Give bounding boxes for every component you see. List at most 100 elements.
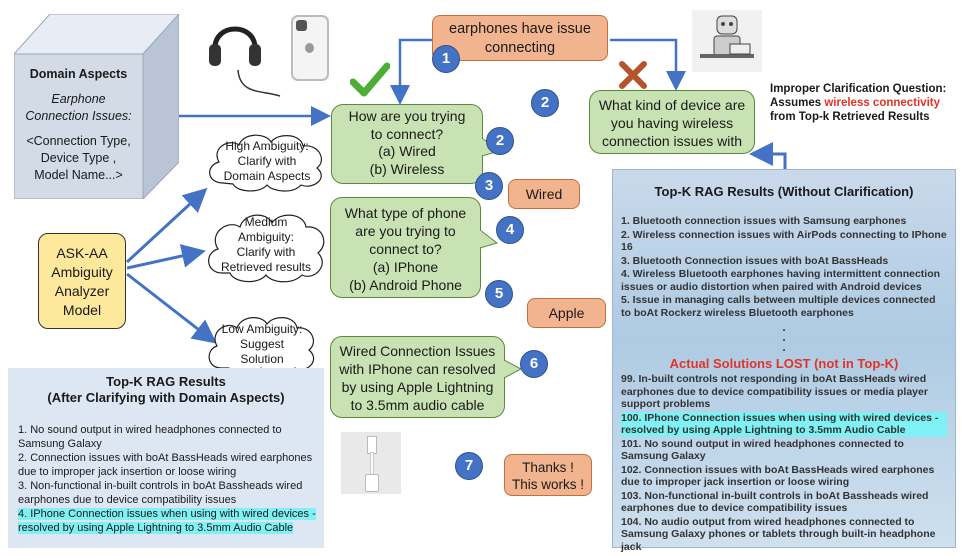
improper-clarify-question: What kind of device are you having wirel…: [589, 90, 755, 154]
step-badge-1: 1: [432, 45, 460, 73]
answer-wired: Wired: [508, 179, 580, 209]
left-result-4: 4. IPhone Connection issues when using w…: [18, 508, 316, 534]
check-icon: [350, 62, 390, 97]
question-line-2: to connect?: [370, 125, 444, 142]
step-badge-4: 4: [496, 216, 524, 244]
step-badge-6: 6: [520, 350, 548, 378]
domain-aspects-content-2: Device Type ,: [40, 151, 117, 165]
right-result-1: 1. Bluetooth connection issues with Sams…: [621, 215, 907, 227]
lost-result-104: 104. No audio output from wired headphon…: [621, 515, 936, 553]
left-result-1: 1. No sound output in wired headphones c…: [18, 424, 282, 450]
clarify-question-connection: How are you trying to connect? (a) Wired…: [331, 104, 483, 184]
bad-question-line-1: What kind of device are: [598, 97, 746, 113]
bubble-tail-4: [480, 230, 498, 249]
improper-title: Improper Clarification Question:: [770, 83, 947, 95]
step-badge-5: 5: [485, 280, 513, 308]
analyzer-line-3: Analyzer: [54, 283, 110, 299]
step-badge-3: 3: [475, 172, 503, 200]
lost-result-102: 102. Connection issues with boAt BassHea…: [621, 463, 935, 489]
solution-line-3: by using Apple Lightning: [341, 379, 494, 395]
right-result-3: 3. Bluetooth Connection issues with boAt…: [621, 254, 889, 267]
cloud-medium-line-1: Medium: [244, 215, 288, 229]
cube-shape: [14, 14, 179, 199]
ambiguity-analyzer-model: ASK-AA Ambiguity Analyzer Model: [38, 233, 126, 329]
solution-line-1: Wired Connection Issues: [339, 343, 496, 359]
headphone-cable: [237, 69, 281, 97]
lost-result-100: 100. IPhone Connection issues when using…: [621, 411, 947, 437]
lost-result-101: 101. No sound output in wired headphones…: [621, 437, 904, 463]
thanks-reply: Thanks ! This works !: [504, 454, 592, 496]
left-result-2: 2. Connection issues with boAt BassHeads…: [18, 452, 313, 478]
arrow-analyzer-to-high: [125, 187, 208, 264]
cloud-medium-line-2: Ambiguity:: [237, 230, 295, 244]
cloud-high-line-1: High Ambiguity:: [225, 139, 309, 153]
arrow-query-to-question: [390, 38, 432, 105]
cloud-medium-ambiguity: Medium Ambiguity: Clarify with Retrieved…: [206, 215, 326, 275]
bubble-tail-6: [504, 360, 522, 379]
improper-annotation: Improper Clarification Question: Assumes…: [770, 82, 970, 124]
user-query-line-1: earphones have issue: [449, 21, 591, 37]
ellipsis-dot-1: .: [782, 322, 786, 334]
solution-line-4: to 3.5mm audio cable: [350, 397, 485, 413]
step-badge-7: 7: [455, 452, 483, 480]
cloud-high-line-3: Domain Aspects: [223, 169, 311, 183]
headphones-icon: [209, 26, 261, 66]
lost-result-103: 103. Non-functional in-built controls in…: [621, 489, 929, 515]
cloud-low-line-3: Solution: [240, 352, 284, 366]
lightning-adapter-image: [341, 432, 401, 494]
right-results-title: Top-K RAG Results (Without Clarification…: [654, 184, 914, 199]
right-result-4: 4. Wireless Bluetooth earphones having i…: [621, 268, 941, 293]
phone-question-line-1: What type of phone: [344, 205, 467, 221]
smartphone-icon: [291, 15, 329, 81]
user-query-line-2: connecting: [484, 40, 556, 56]
rag-results-without-clarification: Top-K RAG Results (Without Clarification…: [612, 169, 956, 553]
domain-aspects-subtitle-2: Connection Issues:: [25, 109, 132, 123]
answer-apple: Apple: [527, 298, 606, 328]
lost-solutions-title: Actual Solutions LOST (not in Top-K): [669, 356, 899, 371]
arrow-analyzer-to-medium: [126, 244, 206, 270]
domain-aspects-box: Domain Aspects Earphone Connection Issue…: [14, 14, 179, 199]
right-result-5: 5. Issue in managing calls between multi…: [621, 294, 936, 319]
left-results-subtitle: (After Clarifying with Domain Aspects): [47, 390, 285, 405]
rag-results-after-clarification: Top-K RAG Results (After Clarifying with…: [8, 368, 324, 548]
domain-aspects-content-3: Model Name...>: [34, 168, 123, 182]
cloud-high-ambiguity: High Ambiguity: Clarify with Domain Aspe…: [213, 139, 321, 184]
left-result-3: 3. Non-functional in-built controls in b…: [18, 480, 303, 506]
option-android: (b) Android Phone: [349, 277, 462, 293]
solution-bubble: Wired Connection Issues with IPhone can …: [330, 336, 505, 418]
analyzer-line-2: Ambiguity: [51, 264, 113, 280]
analyzer-line-4: Model: [62, 302, 102, 318]
cloud-medium-line-3: Clarify with: [236, 245, 296, 259]
option-iphone: (a) IPhone: [372, 259, 439, 275]
option-wireless: (b) Wireless: [369, 160, 445, 177]
cloud-high-line-2: Clarify with: [237, 154, 297, 168]
improper-assumes: Assumes: [770, 97, 825, 109]
cloud-medium-line-4: Retrieved results: [220, 260, 312, 274]
bad-question-line-2: you having wireless: [610, 115, 734, 131]
cloud-medium-shape: [208, 214, 325, 283]
phone-question-line-2: are you trying to: [355, 223, 456, 239]
cloud-high-shape: [209, 134, 322, 192]
ellipsis-dot-2: .: [782, 332, 786, 344]
clarify-question-phone: What type of phone are you trying to con…: [330, 197, 481, 298]
right-result-2: 2. Wireless connection issues with AirPo…: [621, 228, 947, 254]
robot-icon: [692, 10, 762, 72]
thanks-line-2: This works !: [511, 477, 584, 492]
solution-line-2: with IPhone can resolved: [339, 361, 496, 377]
question-line-1: How are you trying: [348, 108, 466, 124]
option-wired: (a) Wired: [378, 143, 436, 159]
arrow-results-to-bad-question: [749, 142, 787, 175]
phone-question-line-3: connect to?: [369, 241, 442, 257]
step-badge-2b: 2: [531, 89, 559, 117]
left-results-title: Top-K RAG Results: [106, 374, 226, 389]
domain-aspects-title: Domain Aspects: [29, 67, 128, 81]
lost-result-99: 99. In-built controls not responding in …: [621, 373, 928, 410]
improper-wireless: wireless connectivity: [824, 97, 941, 109]
domain-aspects-content-1: <Connection Type,: [26, 134, 131, 148]
user-query-box: earphones have issue connecting: [432, 15, 608, 61]
improper-source: from Top-k Retrieved Results: [770, 111, 930, 123]
ellipsis-dot-3: .: [782, 342, 786, 354]
cloud-low-line-2: Suggest: [239, 337, 285, 351]
domain-aspects-subtitle-1: Earphone: [51, 92, 106, 106]
